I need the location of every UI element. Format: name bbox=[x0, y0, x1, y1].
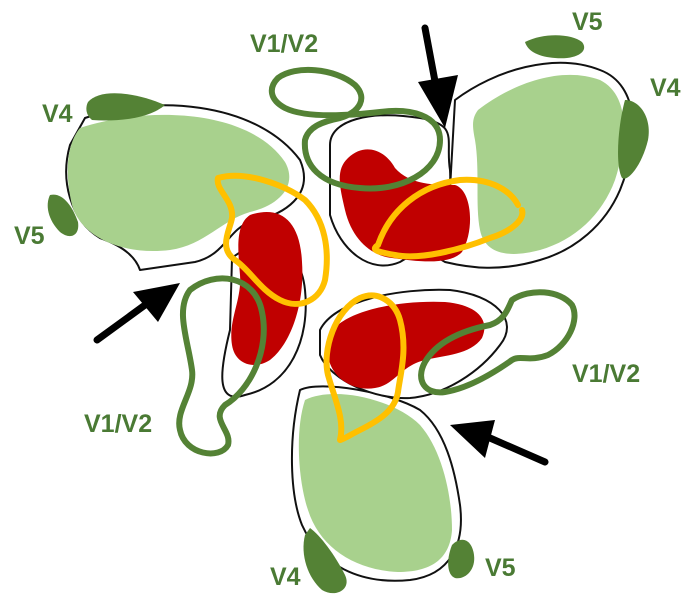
label-v5-left: V5 bbox=[14, 222, 45, 250]
label-v1v2-left: V1/V2 bbox=[84, 410, 152, 438]
arrow-icon bbox=[97, 283, 180, 340]
label-v4-topleft: V4 bbox=[42, 100, 73, 128]
bottom-v5-patch bbox=[448, 540, 474, 578]
right-petal bbox=[272, 35, 649, 268]
label-v5-topright: V5 bbox=[572, 8, 603, 36]
label-v4-topright: V4 bbox=[650, 74, 681, 102]
right-v4-patch bbox=[618, 100, 649, 179]
left-petal bbox=[48, 93, 327, 453]
arrow-icon bbox=[450, 420, 545, 462]
label-v1v2-right: V1/V2 bbox=[572, 360, 640, 388]
label-v1v2-top: V1/V2 bbox=[250, 30, 318, 58]
label-v5-bottom: V5 bbox=[485, 554, 516, 582]
label-v4-bottom: V4 bbox=[270, 563, 301, 591]
right-lobe bbox=[473, 75, 624, 254]
right-v5-patch bbox=[525, 35, 584, 58]
bottom-petal bbox=[292, 290, 575, 593]
arrow-icon bbox=[418, 28, 458, 128]
